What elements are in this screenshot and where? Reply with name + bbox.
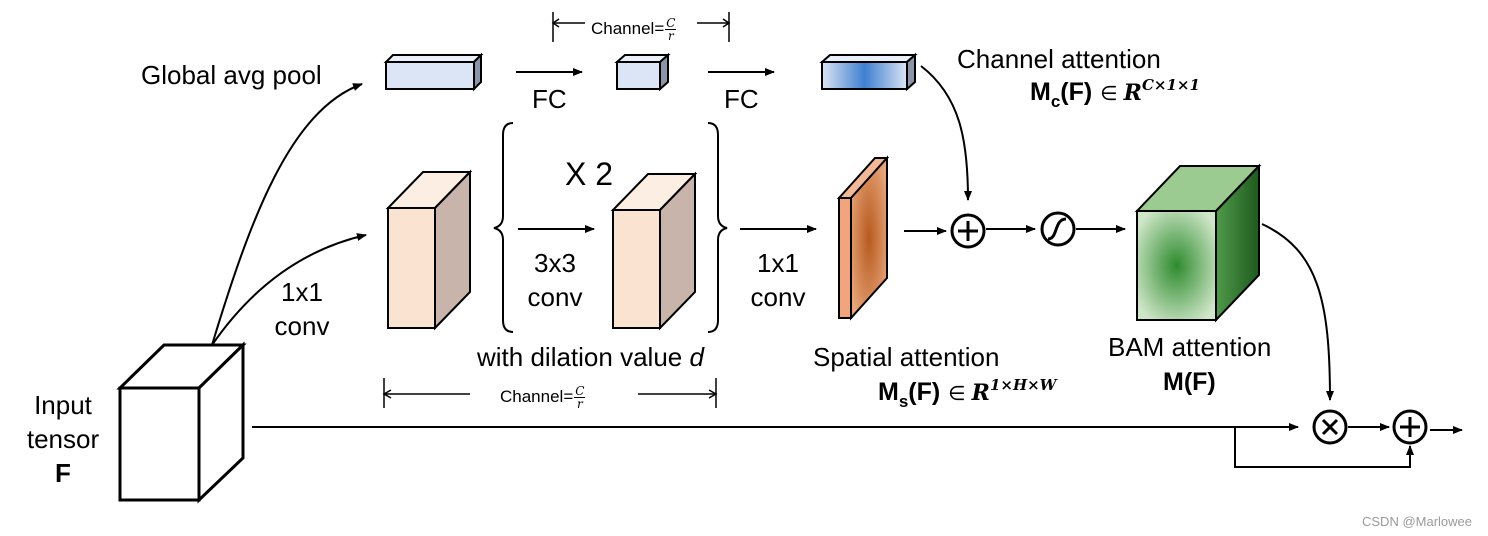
channel-bottom-frac-den: r — [576, 397, 583, 411]
input-tensor-cube — [116, 341, 247, 504]
input-to-gap-arrow — [211, 83, 363, 346]
mc-arg: (F) — [1060, 78, 1093, 106]
repeat-x2-label: X 2 — [565, 156, 614, 192]
ms-elem: ∈ — [948, 381, 966, 405]
global-avg-pool-block — [383, 52, 484, 92]
conv1x1-left-label-line2: conv — [274, 311, 330, 341]
conv1x1-right-label-line2: conv — [750, 282, 806, 312]
ms-main: M — [878, 378, 899, 406]
ms-set: R — [971, 380, 990, 406]
final-add-operator-icon — [1392, 409, 1428, 445]
channel-attention-block — [819, 52, 918, 92]
spatial-attention-title: Spatial attention — [813, 342, 1000, 372]
ms-arg: (F) — [908, 378, 941, 406]
dilation-label: with dilation value d — [477, 344, 704, 370]
mc-sub: c — [1050, 92, 1061, 111]
conv1x1-output-block — [385, 169, 473, 331]
dilated-conv-output-block — [610, 171, 698, 331]
conv3x3-label-line1: 3x3 — [534, 248, 576, 278]
ms-sub: s — [898, 392, 909, 411]
channel-bottom-frac-num: C — [574, 384, 586, 398]
bam-formula: M(F) — [1163, 368, 1216, 396]
dilation-var: d — [689, 342, 704, 372]
sigmoid-icon — [1040, 211, 1076, 247]
channel-top-frac-den: r — [667, 29, 674, 43]
mc-elem: ∈ — [1100, 81, 1118, 105]
bam-to-multiply-arrow — [1261, 223, 1334, 401]
mc-main: M — [1030, 78, 1051, 106]
ms-dims: 1×H×W — [989, 376, 1057, 394]
mc-set: R — [1123, 80, 1142, 106]
channel-attention-title: Channel attention — [957, 44, 1161, 74]
channel-bottom-prefix: Channel= — [500, 386, 574, 406]
channel-bottom-dimension — [382, 378, 718, 408]
dilation-text: with dilation value — [477, 342, 690, 372]
input-label-line2: tensor — [26, 424, 100, 454]
add-operator-icon — [950, 213, 986, 249]
channel-top-dimension — [551, 12, 731, 42]
right-brace — [707, 122, 728, 333]
bam-attention-block — [1134, 163, 1262, 323]
multiply-operator-icon — [1312, 409, 1348, 445]
mc-dims: C×1×1 — [1141, 76, 1200, 94]
conv1x1-right-label-line1: 1x1 — [757, 248, 799, 278]
spatial-attention-block — [836, 155, 890, 321]
input-label-line3: F — [55, 458, 71, 488]
channel-top-frac-num: C — [665, 16, 677, 30]
fc2-label: FC — [724, 84, 759, 114]
conv1x1-left-label-line1: 1x1 — [281, 277, 323, 307]
input-label-line1: Input — [34, 390, 92, 420]
channel-top-prefix: Channel= — [591, 18, 665, 38]
input-to-conv-arrow — [211, 233, 367, 346]
channel-to-add-arrow — [920, 65, 972, 201]
fc1-label: FC — [532, 84, 567, 114]
conv3x3-label-line2: conv — [527, 282, 583, 312]
skip-connection-line — [1234, 427, 1414, 468]
left-brace — [493, 122, 514, 333]
fc-reduced-block — [614, 52, 671, 92]
global-avg-pool-label: Global avg pool — [141, 60, 322, 90]
watermark: CSDN @Marlowee — [1362, 514, 1472, 529]
bam-attention-title: BAM attention — [1108, 332, 1272, 362]
